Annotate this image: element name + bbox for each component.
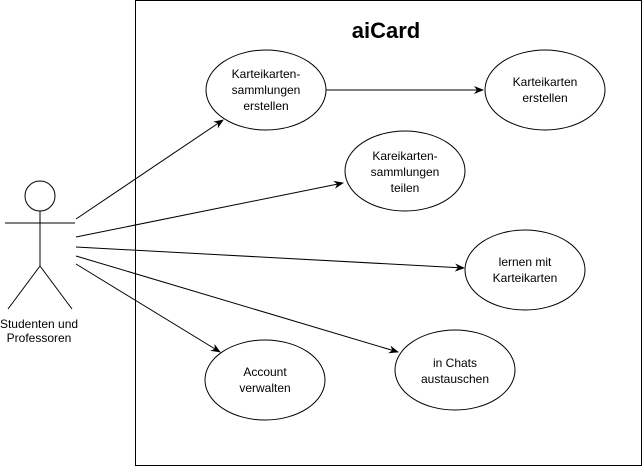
use-case-share-collections[interactable]: Kareikarten- sammlungen teilen [344,130,466,212]
actor-label-line1: Studenten und [0,317,78,331]
actor-label-line2: Professoren [7,331,72,345]
use-case-ellipse [204,339,326,421]
use-case-chat[interactable]: in Chats austauschen [394,329,516,411]
use-case-label: Karteikarten [513,75,578,89]
use-case-label: Karteikarten- [232,67,301,81]
actor-right-leg [39,265,73,310]
use-case-label: Account [243,365,287,379]
use-case-label: Kareikarten- [372,149,437,163]
association-to-share-collections [75,180,344,238]
use-case-label: sammlungen [232,83,301,97]
system-title: aiCard [352,18,420,43]
use-case-label: verwalten [239,381,290,395]
use-case-account[interactable]: Account verwalten [204,339,326,421]
use-case-label: in Chats [433,356,477,370]
association-to-chat [75,255,399,354]
use-case-create-cards[interactable]: Karteikarten erstellen [484,49,606,131]
use-case-ellipse [205,49,327,131]
actor-students-professors[interactable]: Studenten und Professoren [0,180,78,345]
use-case-ellipse [344,130,466,212]
use-case-ellipse [484,49,606,131]
use-case-label: lernen mit [499,255,552,269]
use-case-label: teilen [391,181,420,195]
use-case-label: sammlungen [371,165,440,179]
use-case-label: erstellen [522,91,567,105]
use-case-label: erstellen [243,99,288,113]
use-case-ellipse [394,329,516,411]
association-to-account [75,263,221,353]
association-to-create-collections [75,119,224,220]
association-to-learn [75,246,465,272]
actor-left-leg [7,265,41,310]
use-case-ellipse [464,229,586,311]
use-case-label: austauschen [421,372,489,386]
use-case-learn[interactable]: lernen mit Karteikarten [464,229,586,311]
actor-head [24,180,56,212]
use-case-create-collections[interactable]: Karteikarten- sammlungen erstellen [205,49,327,131]
use-case-label: Karteikarten [493,271,558,285]
